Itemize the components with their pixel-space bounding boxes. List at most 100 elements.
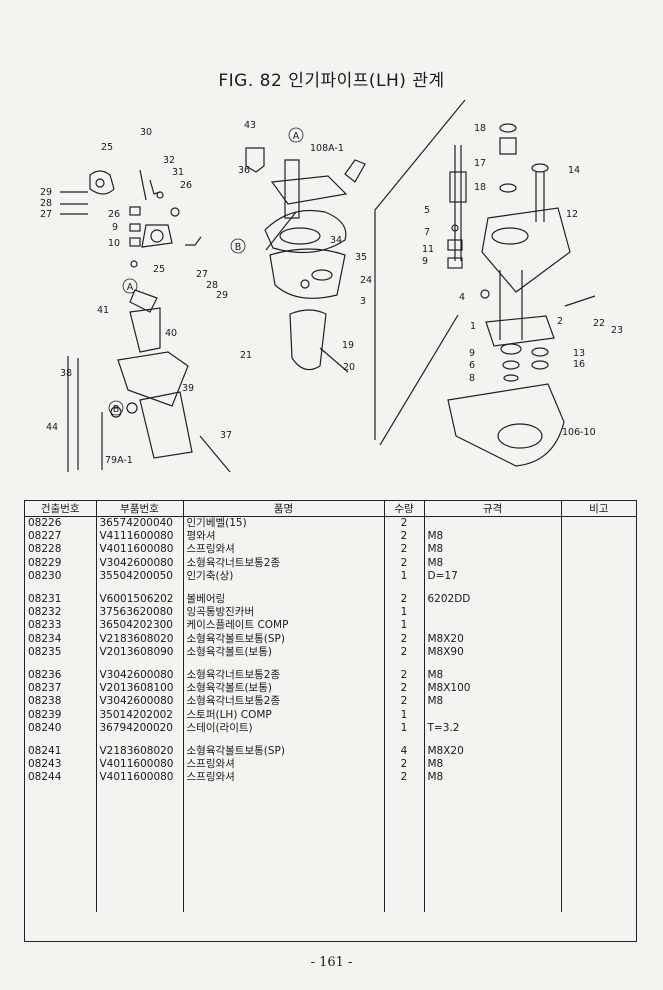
svg-text:34: 34 <box>330 235 342 246</box>
cell-spec <box>424 606 562 620</box>
svg-text:19: 19 <box>342 340 354 351</box>
svg-text:13: 13 <box>573 348 585 359</box>
cell-quantity: 2 <box>384 530 425 544</box>
svg-text:A: A <box>127 282 134 293</box>
svg-text:18: 18 <box>474 123 486 134</box>
col-header-part-no: 부품번호 <box>96 501 184 517</box>
svg-text:16: 16 <box>573 359 585 370</box>
svg-text:9: 9 <box>422 256 428 267</box>
cell-remarks <box>561 570 636 583</box>
svg-text:4: 4 <box>459 292 465 303</box>
cell-quantity: 2 <box>384 682 425 696</box>
cell-part-no: V6001506202 <box>96 592 184 607</box>
cell-quantity: 2 <box>384 592 425 607</box>
cell-part-no: V2013608090 <box>96 645 184 659</box>
svg-text:25: 25 <box>101 142 113 153</box>
svg-text:21: 21 <box>240 350 252 361</box>
cell-part-no: 36794200020 <box>96 721 184 735</box>
svg-text:29: 29 <box>216 290 228 301</box>
svg-text:1: 1 <box>470 321 476 332</box>
cell-part-name: 소형육각볼트(보통) <box>183 645 385 659</box>
col-header-spec: 규격 <box>424 501 562 517</box>
cell-ref-no: 08241 <box>25 744 97 758</box>
cell-spec: M8 <box>424 530 562 544</box>
cell-part-no: V2013608100 <box>96 682 184 696</box>
cell-ref-no: 08237 <box>25 682 97 696</box>
cell-ref-no: 08235 <box>25 645 97 659</box>
svg-text:14: 14 <box>568 165 580 176</box>
cell-ref-no: 08229 <box>25 556 97 570</box>
cell-part-no: V4011600080 <box>96 543 184 557</box>
svg-text:5: 5 <box>424 205 430 216</box>
table-header-row: 건출번호 부품번호 품명 수량 규격 비고 <box>25 501 636 517</box>
cell-remarks <box>561 543 636 556</box>
cell-spec <box>424 516 562 531</box>
cell-remarks <box>561 708 636 721</box>
cell-spec <box>424 619 562 633</box>
svg-text:39: 39 <box>182 383 194 394</box>
cell-quantity: 1 <box>384 721 425 735</box>
svg-text:9: 9 <box>469 348 475 359</box>
cell-quantity: 1 <box>384 708 425 722</box>
svg-text:B: B <box>113 404 120 415</box>
cell-remarks <box>561 682 636 695</box>
cell-quantity: 2 <box>384 516 425 531</box>
svg-text:27: 27 <box>40 209 52 220</box>
cell-spec: M8X20 <box>424 744 562 758</box>
cell-spec: M8 <box>424 758 562 772</box>
cell-quantity: 2 <box>384 632 425 646</box>
cell-ref-no: 08228 <box>25 543 97 557</box>
table-spacer-row <box>25 582 636 593</box>
cell-ref-no: 08226 <box>25 516 97 531</box>
svg-text:8: 8 <box>469 373 475 384</box>
cell-part-name: 인기베벨(15) <box>183 516 385 531</box>
cell-spec: M8 <box>424 695 562 709</box>
svg-text:23: 23 <box>611 325 623 336</box>
svg-text:41: 41 <box>97 305 109 316</box>
cell-ref-no: 08239 <box>25 708 97 722</box>
cell-remarks <box>561 633 636 646</box>
cell-quantity: 1 <box>384 619 425 633</box>
cell-remarks <box>561 771 636 784</box>
svg-text:22: 22 <box>593 318 605 329</box>
cell-part-name: 소형육각볼트보통(SP) <box>183 744 385 758</box>
svg-text:35: 35 <box>355 252 367 263</box>
svg-text:A: A <box>293 131 300 142</box>
svg-text:6: 6 <box>469 360 475 371</box>
svg-text:3: 3 <box>360 296 366 307</box>
svg-text:79A-1: 79A-1 <box>105 455 133 466</box>
cell-quantity: 2 <box>384 758 425 772</box>
cell-remarks <box>561 722 636 735</box>
cell-part-name: 소형육각너트보통2종 <box>183 556 385 570</box>
cell-remarks <box>561 619 636 632</box>
svg-text:B: B <box>235 242 242 253</box>
cell-spec: M8 <box>424 543 562 557</box>
cell-part-name: 소형육각너트보통2종 <box>183 695 385 709</box>
svg-text:31: 31 <box>172 167 184 178</box>
cell-remarks <box>561 745 636 758</box>
cell-part-no: 37563620080 <box>96 606 184 620</box>
cell-quantity: 2 <box>384 543 425 557</box>
cell-ref-no: 08233 <box>25 619 97 633</box>
cell-spec: M8 <box>424 668 562 683</box>
cell-spec: M8 <box>424 771 562 785</box>
cell-spec: T=3.2 <box>424 721 562 735</box>
svg-text:12: 12 <box>566 209 578 220</box>
col-header-remarks: 비고 <box>561 501 636 517</box>
cell-ref-no: 08244 <box>25 771 97 785</box>
cell-quantity: 4 <box>384 744 425 758</box>
cell-remarks <box>561 517 636 531</box>
table-spacer-row <box>25 734 636 745</box>
svg-text:28: 28 <box>40 198 52 209</box>
